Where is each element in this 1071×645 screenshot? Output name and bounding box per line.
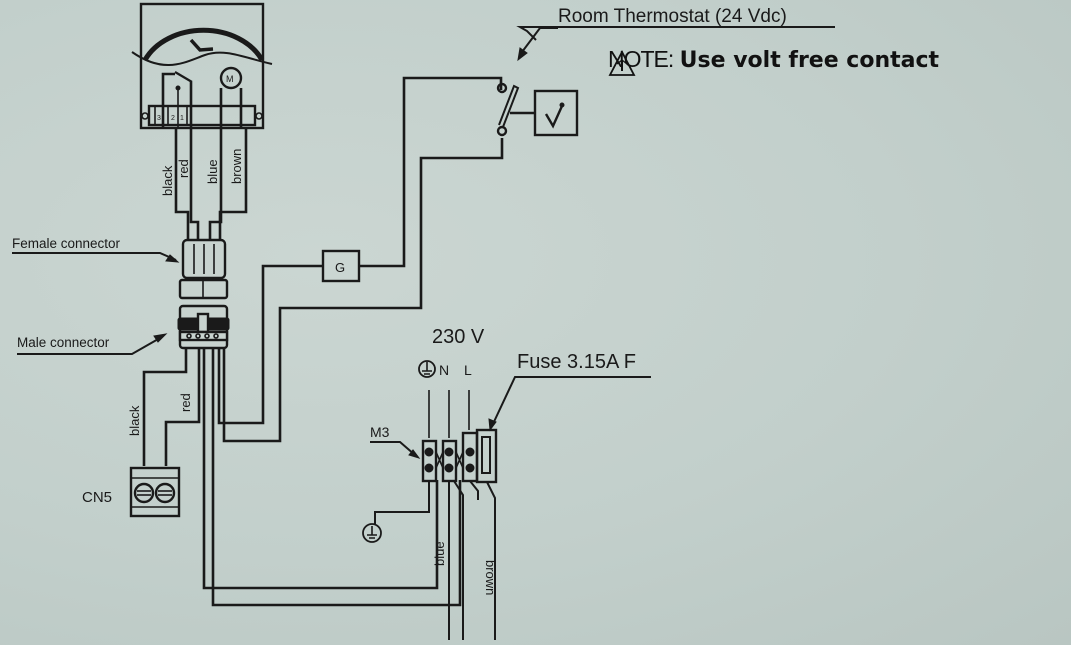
- terminal-3: 3: [157, 115, 161, 122]
- wire-label-black-lower: black: [127, 405, 142, 436]
- thermostat-title: Room Thermostat (24 Vdc): [558, 6, 787, 27]
- wire-black-cn5: [142, 348, 188, 466]
- cn5-label: CN5: [82, 489, 112, 506]
- motor-icon: [219, 66, 243, 90]
- wire-label-black: black: [160, 165, 175, 196]
- mains-voltage-label: 230 V: [432, 326, 485, 348]
- fuse-label: Fuse 3.15A F: [517, 351, 636, 373]
- actuator-dial-arc: [142, 27, 265, 62]
- actuator-switch-blade: [174, 71, 193, 83]
- wire-label-red-lower: red: [178, 393, 193, 412]
- wire-red-cn5: [164, 420, 196, 466]
- wire-label-brown-mains: brown: [483, 560, 498, 595]
- line-label: L: [464, 362, 472, 378]
- terminal-2: 2: [171, 115, 175, 122]
- actuator-switch-lead: [161, 72, 175, 128]
- motor-leads: [219, 88, 243, 128]
- terminal-strip: [147, 104, 257, 127]
- wire-to-g-box: [217, 264, 323, 425]
- actuator-cable: black red blue brown: [160, 128, 248, 240]
- female-connector: [178, 238, 229, 300]
- m3-label: M3: [370, 424, 390, 440]
- wire-loop-blue: [202, 348, 439, 590]
- wire-label-blue-mains: blue: [432, 541, 447, 566]
- m3-terminal-earth: [421, 439, 438, 483]
- g-box: G: [321, 249, 361, 283]
- note-banner: NOTE: Use volt free contact: [608, 46, 939, 73]
- male-connector-callout: Male connector: [17, 333, 168, 355]
- m3-terminal-neutral: [441, 439, 458, 483]
- note-label: NOTE:: [608, 46, 674, 72]
- fuse-holder: [475, 428, 498, 484]
- wire-g-to-thermostat: [359, 76, 503, 268]
- warning-triangle-icon: [608, 50, 636, 76]
- terminal-1: 1: [180, 115, 184, 122]
- male-connector-label: Male connector: [17, 335, 110, 350]
- actuator-needle: [189, 38, 214, 52]
- female-connector-callout: Female connector: [12, 236, 180, 263]
- mains-supply: 230 V N L M3 Fuse 3.15A F blue: [362, 326, 651, 640]
- male-connector: [177, 304, 230, 350]
- m3-terminal-line: [461, 431, 479, 483]
- terminal-screw-left: [141, 112, 149, 120]
- cn5-terminal: CN5: [82, 466, 181, 518]
- valve-actuator: M 3 2 1: [131, 2, 273, 130]
- wire-loop-brown: [211, 348, 462, 607]
- earth-symbol-icon: [418, 360, 436, 378]
- motor-m-glyph: M: [226, 74, 234, 84]
- wire-label-blue: blue: [205, 159, 220, 184]
- female-connector-label: Female connector: [12, 236, 121, 251]
- earth-ground-icon: [362, 523, 382, 543]
- note-text: Use volt free contact: [679, 48, 940, 73]
- wire-label-red: red: [176, 159, 191, 178]
- thermostat-sensor-box: [533, 89, 579, 137]
- actuator-wave-line: [131, 51, 273, 67]
- wire-label-brown: brown: [229, 149, 244, 184]
- lower-wiring: black red: [127, 76, 504, 607]
- room-thermostat: Room Thermostat (24 Vdc): [496, 6, 835, 137]
- actuator-housing: [139, 2, 265, 130]
- neutral-label: N: [439, 362, 449, 378]
- terminal-screw-right: [255, 112, 263, 120]
- wire-thermostat-return: [222, 138, 504, 443]
- g-box-label: G: [335, 260, 345, 275]
